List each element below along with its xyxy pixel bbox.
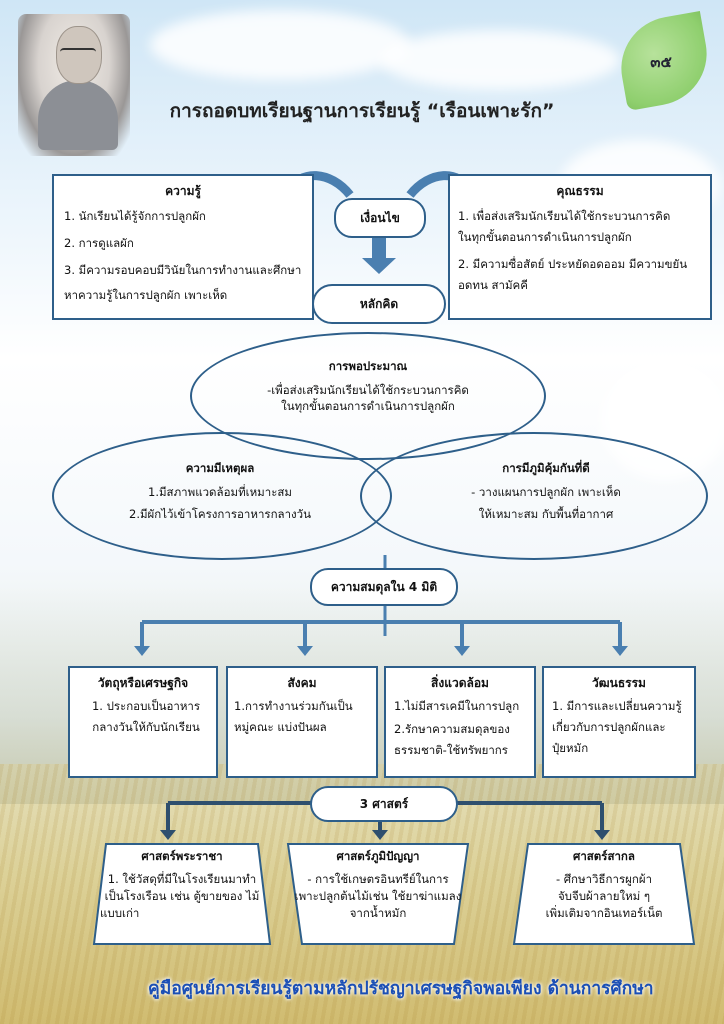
science-trapezoid xyxy=(512,843,696,945)
knowledge-box: ความรู้ 1. นักเรียนได้รู้จักการปลูกผัก 2… xyxy=(52,174,314,320)
down-arrow-shaft xyxy=(372,238,386,260)
morality-heading: คุณธรรม xyxy=(556,184,604,198)
condition-pill: เงื่อนไข xyxy=(334,198,426,238)
science-line: จากน้ำหมัก xyxy=(349,906,407,920)
science-box: ศาสตร์ภูมิปัญญา - การใช้เกษตรอินทรีย์ในก… xyxy=(286,842,470,946)
drop-3-head xyxy=(454,646,470,656)
page-number: ๓๕ xyxy=(650,53,672,71)
dimension-line: เกี่ยวกับการปลูกผักและ xyxy=(552,720,666,734)
dimension-heading: สิ่งแวดล้อม xyxy=(431,676,489,690)
reasonableness-line: 1.มีสภาพแวดล้อมที่เหมาะสม xyxy=(148,485,292,499)
king-portrait-image xyxy=(18,14,130,156)
morality-item: ในทุกขั้นตอนการดำเนินการปลูกผัก xyxy=(458,230,632,244)
footer-caption: คู่มือศูนย์การเรียนรู้ตามหลักปรัชญาเศรษฐ… xyxy=(148,979,654,999)
dimension-heading: วัฒนธรรม xyxy=(592,676,646,690)
morality-item: 2. มีความซื่อสัตย์ ประหยัดอดออม มีความขย… xyxy=(458,257,688,271)
knowledge-heading: ความรู้ xyxy=(165,184,201,198)
moderation-line: -เพื่อส่งเสริมนักเรียนได้ใช้กระบวนการคิด xyxy=(267,383,469,397)
immunity-ellipse xyxy=(360,432,708,560)
science-trapezoid xyxy=(92,843,272,945)
dimension-box: วัฒนธรรม 1. มีการและเปลี่ยนความรู้ เกี่ย… xyxy=(542,666,696,778)
science-line: จับจีบผ้าลายใหม่ ๆ xyxy=(557,889,651,903)
cloud xyxy=(150,10,410,80)
immunity-text: การมีภูมิคุ้มกันที่ดี - วางแผนการปลูกผัก… xyxy=(396,460,696,522)
science-line: แบบเก่า xyxy=(100,906,140,920)
science-line: เพาะปลูกต้นไม้เช่น ใช้ยาฆ่าแมลง xyxy=(294,889,462,903)
science-line: เพิ่มเติมจากอินเทอร์เน็ต xyxy=(545,906,663,920)
dimension-box: สังคม 1.การทำงานร่วมกันเป็น หมู่คณะ แบ่ง… xyxy=(226,666,378,778)
dimension-line: 1.ไม่มีสารเคมีในการปลูก xyxy=(394,699,520,713)
science-line: เป็นโรงเรือน เช่น ตู้ขายของ ไม้ xyxy=(104,889,260,903)
drop-4-head xyxy=(612,646,628,656)
science-drop-2-head xyxy=(372,830,388,840)
science-heading: ศาสตร์สากล xyxy=(573,849,635,863)
science-text: ศาสตร์ภูมิปัญญา - การใช้เกษตรอินทรีย์ในก… xyxy=(286,848,470,922)
science-text: ศาสตร์พระราชา 1. ใช้วัสดุที่มีในโรงเรียน… xyxy=(92,848,272,922)
morality-box: คุณธรรม 1. เพื่อส่งเสริมนักเรียนได้ใช้กร… xyxy=(448,174,712,320)
science-heading: ศาสตร์พระราชา xyxy=(141,849,223,863)
knowledge-item: 2. การดูแลผัก xyxy=(64,236,134,250)
balance-pill: ความสมดุลใน 4 มิติ xyxy=(310,568,458,606)
dimension-line: ปุ๋ยหมัก xyxy=(552,741,589,755)
moderation-text: การพอประมาณ -เพื่อส่งเสริมนักเรียนได้ใช้… xyxy=(200,358,536,414)
portrait-head xyxy=(56,26,102,84)
down-arrow-head xyxy=(362,258,396,274)
science-line: 1. ใช้วัสดุที่มีในโรงเรียนมาทำ xyxy=(107,872,257,886)
science-drop-1-head xyxy=(160,830,176,840)
knowledge-item: 3. มีความรอบคอบมีวินัยในการทำงานและศึกษา xyxy=(64,263,302,277)
dimension-box: สิ่งแวดล้อม 1.ไม่มีสารเคมีในการปลูก 2.รั… xyxy=(384,666,536,778)
immunity-heading: การมีภูมิคุ้มกันที่ดี xyxy=(502,461,590,475)
science-line: - ศึกษาวิธีการผูกผ้า xyxy=(555,872,653,886)
dimension-heading: สังคม xyxy=(287,676,317,690)
science-trapezoid xyxy=(286,843,470,945)
portrait-glasses xyxy=(60,48,96,60)
dimension-line: 1.การทำงานร่วมกันเป็น xyxy=(234,699,353,713)
dimension-line: ธรรมชาติ-ใช้ทรัพยากร xyxy=(394,743,508,757)
immunity-line: ให้เหมาะสม กับพื้นที่อากาศ xyxy=(478,507,614,521)
three-sciences-pill: 3 ศาสตร์ xyxy=(310,786,458,822)
science-heading: ศาสตร์ภูมิปัญญา xyxy=(336,849,420,863)
dimension-line: 1. ประกอบเป็นอาหาร xyxy=(91,699,201,713)
drop-2-head xyxy=(297,646,313,656)
morality-item: อดทน สามัคคี xyxy=(458,278,528,292)
dimension-line: 2.รักษาความสมดุลของ xyxy=(394,722,510,736)
reasonableness-line: 2.มีผักไว้เข้าโครงการอาหารกลางวัน xyxy=(129,507,311,521)
dimension-box: วัตถุหรือเศรษฐกิจ 1. ประกอบเป็นอาหาร กลา… xyxy=(68,666,218,778)
page-title: การถอดบทเรียนฐานการเรียนรู้ “เรือนเพาะรั… xyxy=(169,100,555,122)
principle-pill: หลักคิด xyxy=(312,284,446,324)
dimension-heading: วัตถุหรือเศรษฐกิจ xyxy=(97,676,189,690)
portrait-body xyxy=(38,80,118,150)
moderation-ellipse xyxy=(190,332,546,460)
immunity-line: - วางแผนการปลูกผัก เพาะเห็ด xyxy=(471,485,621,499)
dimension-line: กลางวันให้กับนักเรียน xyxy=(92,720,200,734)
dimension-line: หมู่คณะ แบ่งปันผล xyxy=(234,720,327,734)
cloud xyxy=(380,30,620,90)
science-box: ศาสตร์พระราชา 1. ใช้วัสดุที่มีในโรงเรียน… xyxy=(92,842,272,946)
knowledge-item: 1. นักเรียนได้รู้จักการปลูกผัก xyxy=(64,209,206,223)
science-box: ศาสตร์สากล - ศึกษาวิธีการผูกผ้า จับจีบผ้… xyxy=(512,842,696,946)
science-line: - การใช้เกษตรอินทรีย์ในการ xyxy=(307,872,449,886)
reasonableness-text: ความมีเหตุผล 1.มีสภาพแวดล้อมที่เหมาะสม 2… xyxy=(70,460,370,522)
moderation-line: ในทุกขั้นตอนการดำเนินการปลูกผัก xyxy=(281,399,455,413)
reasonableness-heading: ความมีเหตุผล xyxy=(185,461,255,475)
science-drop-3-head xyxy=(594,830,610,840)
moderation-heading: การพอประมาณ xyxy=(328,359,408,373)
science-text: ศาสตร์สากล - ศึกษาวิธีการผูกผ้า จับจีบผ้… xyxy=(512,848,696,922)
morality-item: 1. เพื่อส่งเสริมนักเรียนได้ใช้กระบวนการค… xyxy=(458,209,671,223)
knowledge-item: หาความรู้ในการปลูกผัก เพาะเห็ด xyxy=(64,288,228,302)
drop-1-head xyxy=(134,646,150,656)
dimension-line: 1. มีการและเปลี่ยนความรู้ xyxy=(552,699,682,713)
